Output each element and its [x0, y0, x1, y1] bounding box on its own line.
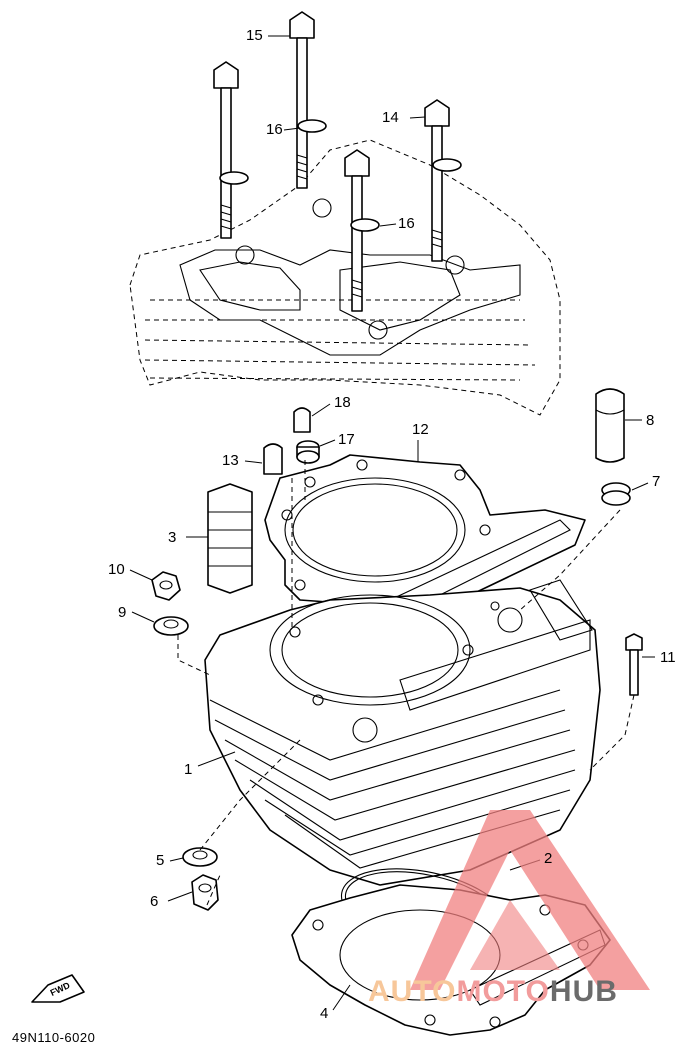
dowel-pin-18: [293, 407, 311, 433]
callout-16a: 16: [266, 121, 283, 138]
callout-8: 8: [646, 412, 655, 429]
watermark-triangle: [410, 810, 650, 990]
head-bolt-14-right: [424, 99, 462, 262]
washer-5: [182, 847, 218, 867]
o-ring-17: [296, 440, 320, 464]
callout-5: 5: [156, 852, 165, 869]
watermark-text-hub: HUB: [549, 975, 618, 1008]
head-bolt-15-right: [289, 11, 327, 189]
head-bolt-14-left: [344, 149, 380, 312]
callout-9: 9: [118, 604, 127, 621]
stud-3: [207, 483, 253, 594]
callout-10: 10: [108, 561, 125, 578]
dowel-pin-13: [263, 443, 283, 475]
nut-6: [191, 874, 219, 911]
cylinder-head-outline: [129, 139, 561, 416]
callout-2: 2: [544, 850, 553, 867]
diagram-part-number: 49N110-6020: [12, 1030, 96, 1045]
callout-11: 11: [660, 649, 676, 666]
fwd-arrow: [31, 974, 85, 1003]
callout-17: 17: [338, 431, 355, 448]
bolt-11: [625, 633, 643, 696]
callout-13: 13: [222, 452, 239, 469]
callout-4: 4: [320, 1005, 329, 1022]
callout-6: 6: [150, 893, 159, 910]
watermark-inner-triangle: [470, 900, 560, 970]
nut-10: [151, 571, 181, 601]
callout-16b: 16: [398, 215, 415, 232]
callout-15: 15: [246, 27, 263, 44]
callout-3: 3: [168, 529, 177, 546]
watermark-text-moto: MOTO: [456, 975, 550, 1008]
head-bolt-15-left: [213, 61, 249, 239]
callout-12: 12: [412, 421, 429, 438]
watermark-text-auto: AUTO: [368, 975, 457, 1008]
watermark-logo: [410, 810, 650, 990]
watermark-text: AUTOMOTOHUB: [368, 975, 618, 1009]
callout-7: 7: [652, 473, 661, 490]
o-ring-7: [601, 482, 631, 506]
callout-1: 1: [184, 761, 193, 778]
washer-9: [153, 616, 189, 636]
dowel-pin-8: [595, 388, 625, 463]
callout-14: 14: [382, 109, 399, 126]
callout-18: 18: [334, 394, 351, 411]
